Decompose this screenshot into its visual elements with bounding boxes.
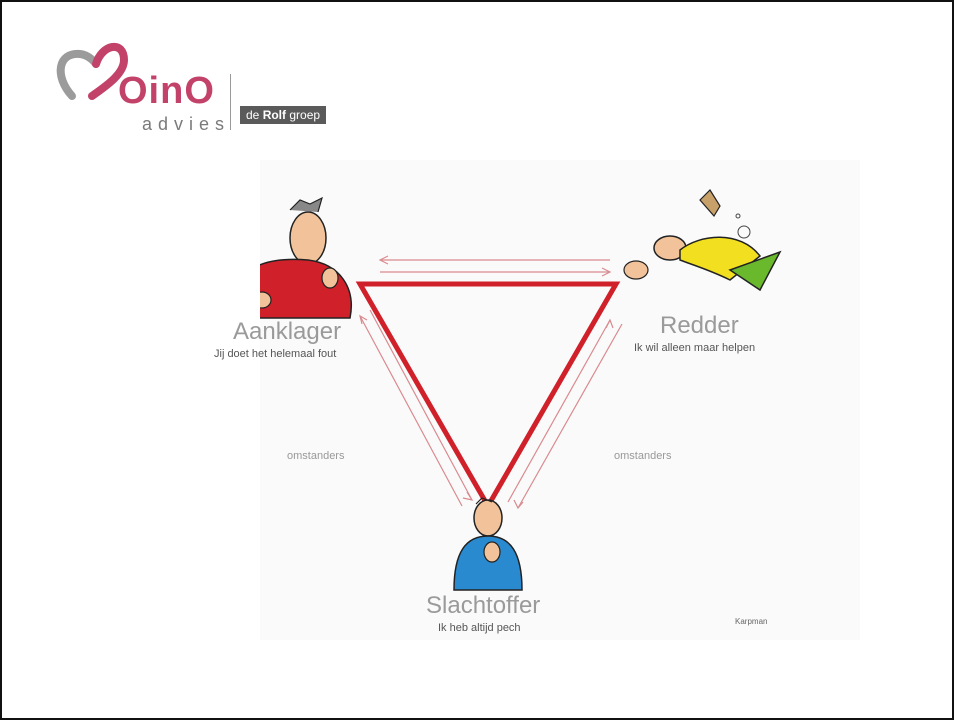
badge-post: groep (286, 108, 321, 122)
accuser-quote: Jij doet het helemaal fout (214, 348, 337, 360)
group-badge: de Rolf groep (240, 106, 327, 124)
victim-label: Slachtoffer (426, 592, 541, 619)
drama-triangle (355, 281, 621, 512)
brand-subtitle: advies (142, 114, 231, 134)
drama-triangle-diagram: Aanklager Jij doet het helemaal fout Red… (214, 160, 860, 660)
author-credit: Karpman (735, 617, 768, 626)
badge-bold: Rolf (262, 108, 287, 122)
victim-quote: Ik heb altijd pech (438, 622, 521, 634)
brand-name: OinO (118, 70, 215, 112)
victim-figure (453, 497, 523, 591)
heart-logo-icon (56, 43, 129, 100)
rescuer-label: Redder (660, 312, 739, 339)
logo-divider (230, 74, 231, 130)
logo: OinO advies de Rolf groep (52, 30, 342, 134)
accuser-figure (260, 196, 352, 319)
bystanders-left: omstanders (287, 450, 345, 462)
diagram-graphics (260, 160, 860, 640)
accuser-label: Aanklager (233, 318, 342, 345)
rescuer-figure (623, 189, 782, 292)
rescuer-quote: Ik wil alleen maar helpen (634, 342, 756, 354)
badge-pre: de (246, 108, 263, 122)
bystanders-right: omstanders (614, 450, 672, 462)
